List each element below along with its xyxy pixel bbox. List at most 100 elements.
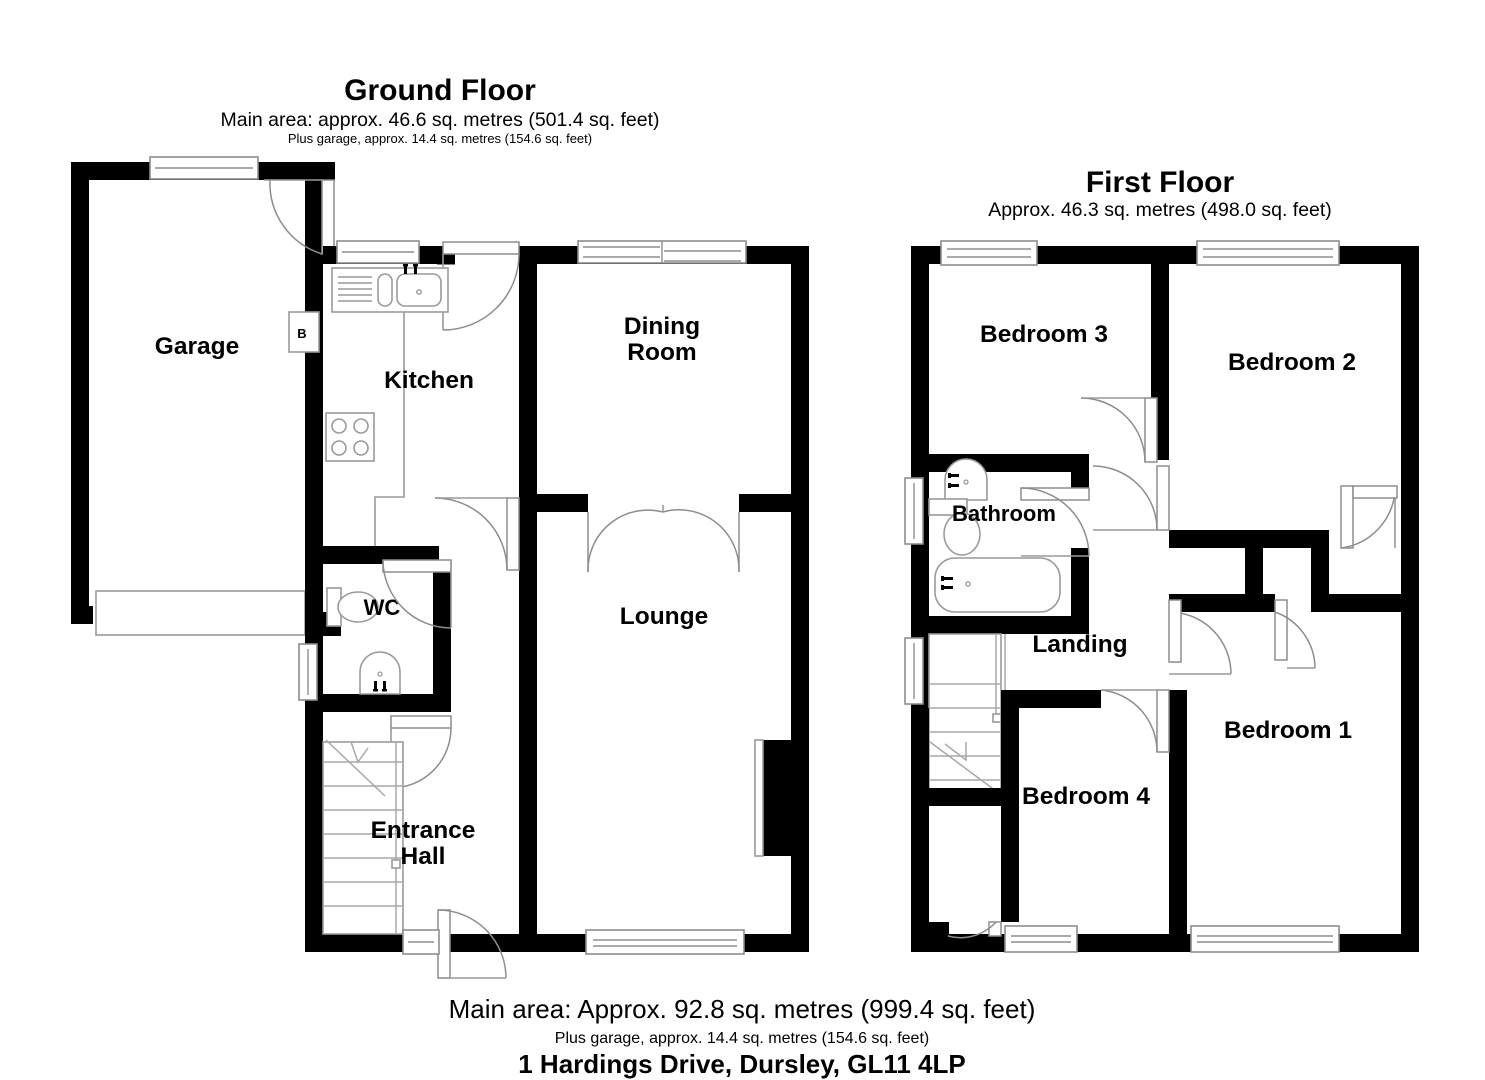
first-floor-plan: Bedroom 3 Bedroom 2 [904, 240, 1419, 953]
lounge-window [585, 929, 745, 955]
room-label-dining-2: Room [627, 339, 696, 366]
ff-wall-bottom [911, 934, 1419, 952]
garage-wall-right-mid [305, 264, 323, 546]
bedroom4-door-swing [1100, 689, 1158, 753]
kitchen-hob [325, 412, 375, 462]
kitchen-wall-spacer [437, 264, 455, 265]
cupboard-door-swing [947, 921, 997, 939]
dining-lounge-door-swing-left [587, 509, 664, 573]
room-label-dining-1: Dining [624, 313, 700, 340]
house-wall-left-hall [305, 636, 323, 952]
airing-cupboard-door-swing [1274, 611, 1316, 669]
ff-wall-right [1401, 246, 1419, 952]
lounge-chimney-breast [761, 740, 791, 856]
wall-bed4-bottom-stub [929, 922, 949, 936]
bedroom1-door-swing [1340, 489, 1396, 549]
bathroom-wall-left-lower [911, 540, 929, 616]
wc-basin [359, 651, 401, 695]
wall-bed4-right [1169, 690, 1187, 952]
ground-floor-plan: Garage B [71, 156, 809, 979]
room-label-landing: Landing [1032, 631, 1127, 658]
garage-wall-bottom-left-stub [71, 606, 93, 624]
wc-door-swing [382, 559, 452, 629]
wc-wall-right-lower [433, 630, 451, 694]
garage-wall-right-base [305, 606, 323, 636]
room-label-lounge: Lounge [620, 603, 708, 630]
wall-cupboard-right [1311, 530, 1329, 612]
room-label-bedroom2: Bedroom 2 [1228, 349, 1356, 376]
wall-bed4-left [1001, 708, 1019, 922]
wall-bed4-top [1001, 690, 1101, 708]
boiler-label: B [297, 326, 306, 341]
wc-wall-corner [323, 546, 341, 564]
bathroom-toilet-pan [943, 512, 981, 556]
bedroom1-window [1190, 925, 1340, 953]
wall-lounge-hall [519, 630, 537, 952]
landing-extra-door-leaf[interactable] [1168, 599, 1182, 663]
wc-wall-right [433, 564, 451, 630]
kitchen-worktop-outline [374, 312, 405, 546]
garage-door-leaf[interactable] [321, 179, 335, 255]
garage-door[interactable] [95, 590, 306, 636]
wc-wall-bottom [323, 694, 451, 712]
room-label-bedroom1: Bedroom 1 [1224, 717, 1352, 744]
bathroom-bath [934, 557, 1061, 613]
wall-kitchen-dining [519, 246, 537, 506]
room-label-entrance-2: Hall [401, 843, 446, 870]
ground-floor-title: Ground Floor [344, 74, 536, 107]
footer-garage-area: Plus garage, approx. 14.4 sq. metres (15… [555, 1030, 929, 1047]
first-floor-staircase [928, 633, 1012, 803]
wc-toilet-pan [337, 591, 379, 623]
front-door-swing [437, 909, 507, 979]
room-label-entrance-1: Entrance [371, 817, 476, 844]
footer-total-area: Main area: Approx. 92.8 sq. metres (999.… [449, 994, 1036, 1024]
bedroom2-window [1196, 240, 1340, 266]
garage-wall-right-lower [305, 546, 323, 606]
bathroom-door-swing [1020, 487, 1090, 557]
bedroom2-door-swing [1092, 465, 1158, 531]
room-label-kitchen: Kitchen [384, 367, 474, 394]
ff-wall-left-lower-stub [911, 788, 929, 824]
ground-floor-area: Main area: approx. 46.6 sq. metres (501.… [221, 109, 660, 131]
room-label-bathroom: Bathroom [952, 501, 1056, 526]
bathroom-wall-bottom [911, 616, 1089, 634]
bedroom3-door-swing [1080, 397, 1146, 463]
first-floor-area: Approx. 46.3 sq. metres (498.0 sq. feet) [988, 199, 1332, 221]
bedroom2-door-leaf[interactable] [1156, 465, 1170, 531]
wc-door-leaf[interactable] [382, 559, 452, 573]
house-wall-right [791, 246, 809, 952]
bathroom-wall-right-lower [1071, 548, 1089, 616]
bathroom-wall-right-top [1071, 472, 1089, 492]
room-label-bedroom3: Bedroom 3 [980, 321, 1108, 348]
room-label-bedroom4: Bedroom 4 [1022, 783, 1150, 810]
boiler-box [288, 311, 320, 353]
wall-dining-lounge-right [739, 494, 791, 512]
bathroom-cistern [928, 498, 968, 516]
dining-lounge-door-swing-right [662, 509, 740, 573]
wall-kitchen-lounge [519, 506, 537, 630]
footer-address: 1 Hardings Drive, Dursley, GL11 4LP [518, 1049, 965, 1079]
bathroom-door-leaf[interactable] [1020, 487, 1090, 501]
hall-wc-door-leaf[interactable] [390, 715, 452, 729]
garage-door-swing [269, 179, 323, 255]
wall-landing-cupboard [929, 788, 1003, 806]
kitchen-hall-door-swing [434, 497, 508, 571]
airing-cupboard-door-leaf[interactable] [1274, 599, 1288, 661]
wall-cupboard-bottom-right [1313, 594, 1401, 612]
first-floor-title: First Floor [1086, 166, 1235, 199]
ground-floor-staircase [322, 739, 404, 935]
bedroom3-door-leaf[interactable] [1144, 397, 1158, 463]
bedroom1-door-head [1352, 485, 1398, 499]
garage-wall-right-upper [305, 180, 323, 264]
bedroom4-door-leaf[interactable] [1156, 689, 1170, 753]
kitchen-hall-door-leaf[interactable] [506, 497, 520, 571]
bedroom1-door-leaf[interactable] [1340, 485, 1354, 549]
kitchen-dining-door-leaf[interactable] [442, 241, 520, 255]
lounge-fireplace-recess [754, 739, 764, 857]
wall-cupboard-divider [1245, 530, 1263, 606]
wall-dining-lounge-left [537, 494, 588, 512]
ground-floor-garage-area: Plus garage, approx. 14.4 sq. metres (15… [288, 131, 592, 146]
room-label-wc: WC [364, 595, 401, 620]
